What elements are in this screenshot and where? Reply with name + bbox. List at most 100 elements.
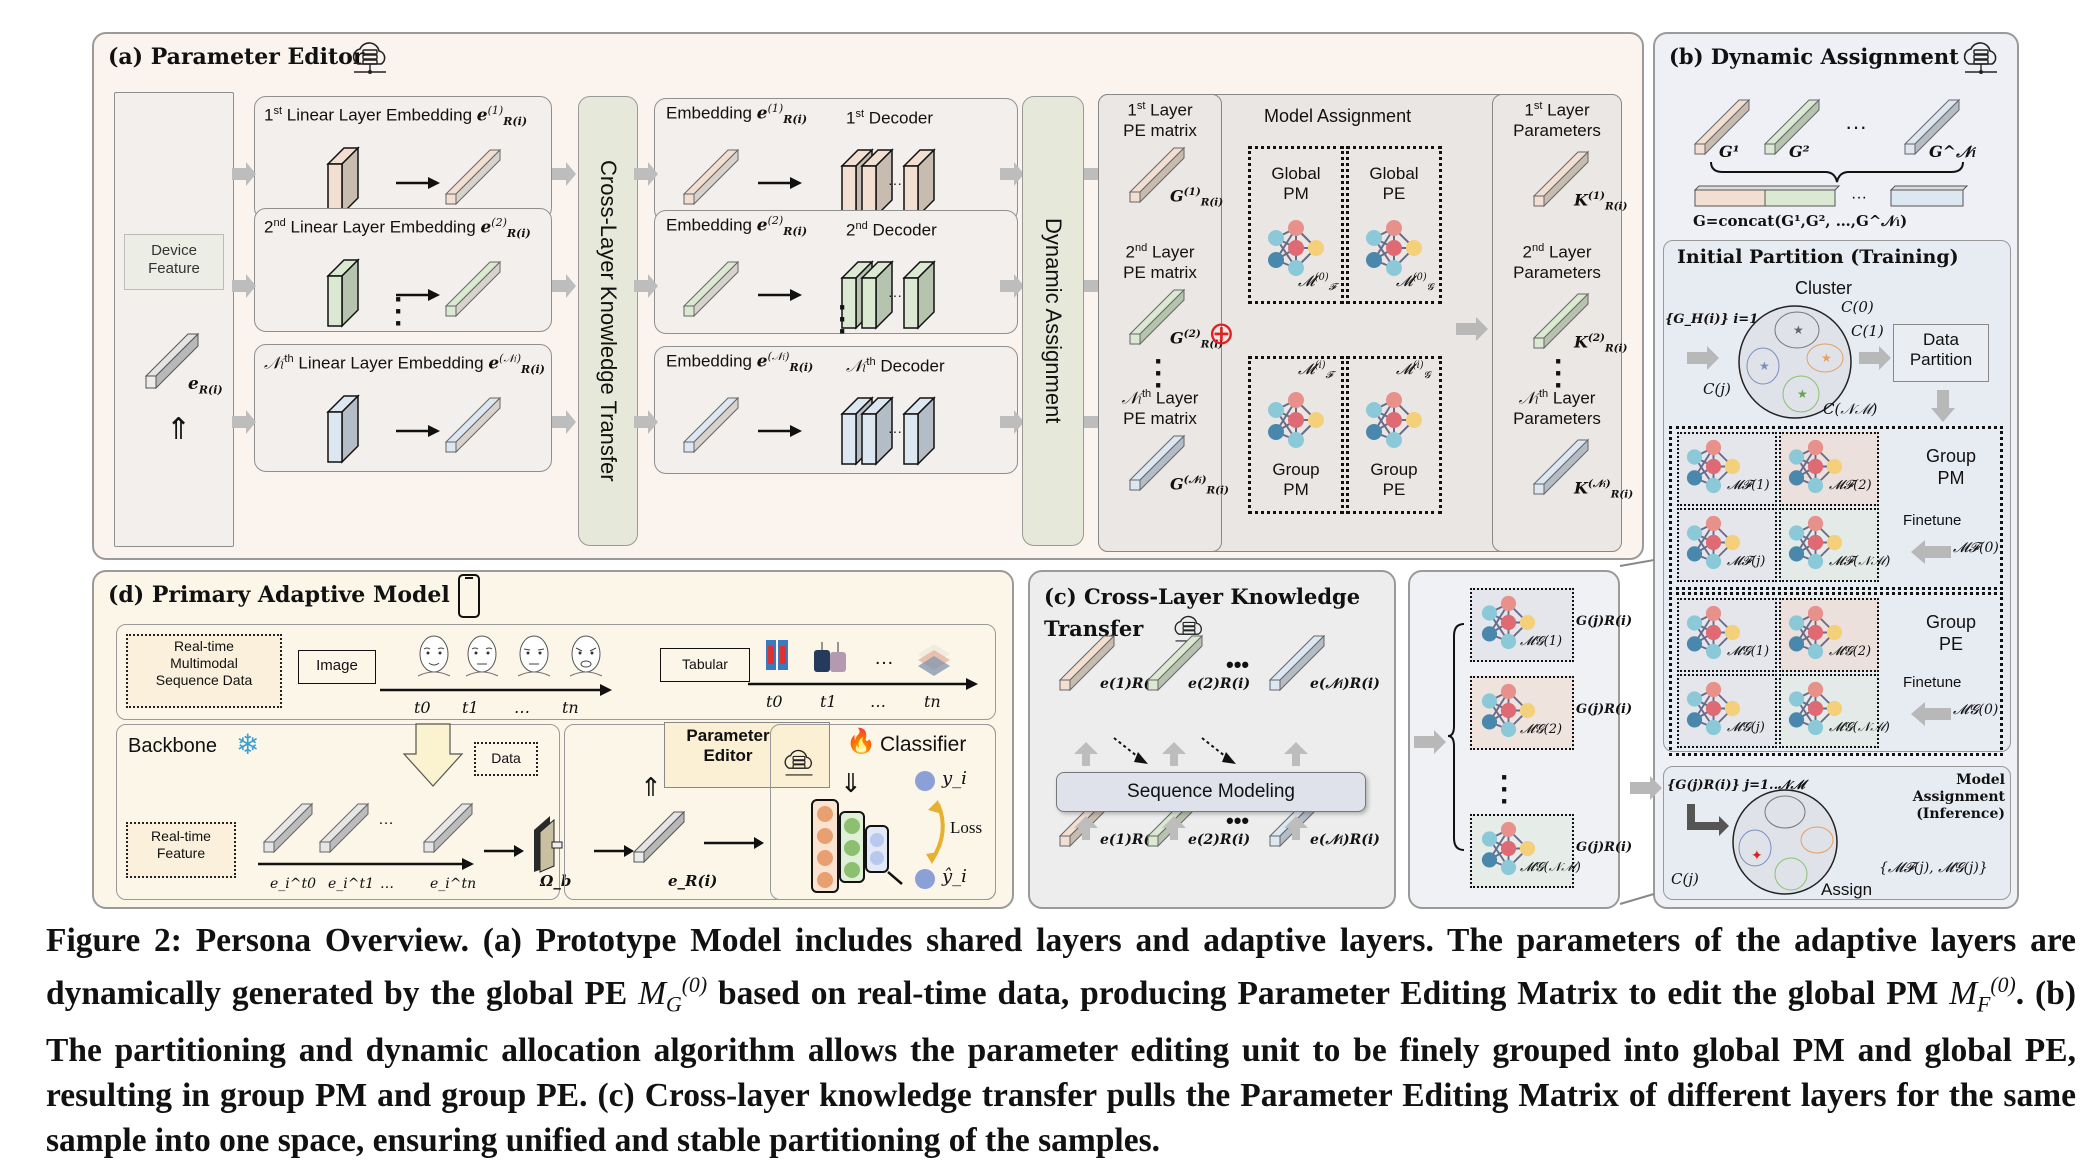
group-pe-container xyxy=(1669,592,2003,756)
layer-ordinal: 2 xyxy=(264,217,274,237)
cluster-g-label: G(j)R(i) xyxy=(1576,614,1633,629)
caption-part1: Figure 2: Persona Overview. (a) Prototyp… xyxy=(46,922,2076,1013)
y-pred-node xyxy=(915,869,935,889)
loss-label: Loss xyxy=(950,818,983,837)
cross-layer-transfer-label: Cross-Layer Knowledge Transfer xyxy=(596,160,621,482)
embedding-bar-icon xyxy=(682,148,740,206)
up-double-arrow: ⇑ xyxy=(640,772,662,802)
gray-arrow-icon xyxy=(552,410,576,434)
decoder-ordinal: 2 xyxy=(846,220,856,240)
m-sup: (i) xyxy=(1412,360,1424,371)
embedding-bar-icon xyxy=(682,396,740,454)
pm-source-label: 𝓜𝓕(0) xyxy=(1953,540,1999,556)
tabular-time-axis xyxy=(748,678,978,690)
fire-icon: 🔥 xyxy=(846,728,876,755)
group-pm-container xyxy=(1669,426,2003,590)
backbone-row xyxy=(116,724,560,900)
brace-icon xyxy=(1710,161,1964,183)
group-pm-box xyxy=(1248,356,1344,514)
cluster-cj-label: C(j) xyxy=(1703,380,1731,398)
time-tick: … xyxy=(514,698,530,717)
group-pe-model-label: 𝓜𝓖(𝒩ℳ) xyxy=(1829,720,1890,735)
feature-tick: e_i^tn xyxy=(430,876,477,892)
k-sub: R(i) xyxy=(1610,488,1634,501)
time-tick: t1 xyxy=(820,692,837,711)
group-pm-model-label: 𝓜𝓕(1) xyxy=(1727,478,1770,493)
linear-layer-weight-icon xyxy=(326,146,360,216)
parameter-editor-box xyxy=(664,722,830,788)
neural-network-icon xyxy=(1366,392,1422,448)
layer-ordinal: 𝒩ₗ xyxy=(264,353,285,374)
g-bar-label: G^𝒩ₗ xyxy=(1929,142,1977,161)
cluster-model-label: 𝓜𝓖(2) xyxy=(1520,722,1563,737)
embedding-sub: R(i) xyxy=(506,227,531,241)
layer-params-bar-icon xyxy=(1532,438,1590,496)
decoder-text: Decoder xyxy=(875,356,945,376)
k-sub: R(i) xyxy=(1604,342,1628,355)
caption-part3: . (b) The partitioning and dynamic alloc… xyxy=(46,975,2076,1159)
caption-mf-sub: F xyxy=(1977,992,1991,1017)
neural-network-icon xyxy=(1481,821,1536,876)
transform-arrow xyxy=(396,289,440,301)
ellipsis: ··· xyxy=(1845,114,1867,139)
pe-matrix-bar-icon xyxy=(1128,288,1186,346)
embedding-symbol: e xyxy=(488,353,500,374)
gray-arrow-icon xyxy=(232,410,256,434)
transform-arrow xyxy=(396,177,440,189)
g-sup: (𝒩ₗ) xyxy=(1183,474,1207,486)
group-pe-model-label: 𝓜𝓖(2) xyxy=(1829,644,1872,659)
params-ordinal: 𝒩ₗ xyxy=(1518,388,1539,409)
ellipsis: … xyxy=(378,811,394,828)
embedding-label: e(𝒩ₗ)R(i) xyxy=(1310,832,1380,848)
image-modality-label: Image xyxy=(316,657,358,674)
decoder-stack-icon: ··· xyxy=(840,260,936,330)
gray-up-arrow-icon xyxy=(1074,742,1098,766)
panel-d-title: (d) Primary Adaptive Model xyxy=(108,582,450,608)
svg-text:✦: ✦ xyxy=(1751,847,1763,863)
m-sub: 𝓖 xyxy=(1423,370,1431,381)
y-true-node xyxy=(915,771,935,791)
embedding-sub: R(i) xyxy=(789,361,814,375)
svg-text:···: ··· xyxy=(888,423,902,439)
gray-arrow-icon xyxy=(1000,162,1024,186)
decoder-box xyxy=(654,210,1018,334)
embedding-label: e(𝒩ₗ)R(i) xyxy=(1310,676,1380,692)
caption-math-mf: MF(0) xyxy=(1949,973,2016,1017)
layer-ordinal-suffix: th xyxy=(284,353,294,365)
gray-up-arrow-icon xyxy=(1162,816,1186,840)
params-line2: Parameters xyxy=(1513,263,1601,283)
k-symbol: K(2)R(i) xyxy=(1574,332,1627,355)
model-assignment-title: Model Assignment xyxy=(1264,106,1412,126)
k-letter: K xyxy=(1574,190,1588,210)
g-sub: R(i) xyxy=(1200,338,1224,351)
image-modality-box xyxy=(298,650,376,684)
pe-ordinal: 𝒩ₗ xyxy=(1121,388,1142,409)
feature-bar-icon xyxy=(422,802,474,854)
time-tick: t0 xyxy=(766,692,783,711)
panel-c-title-line1: (c) Cross-Layer Knowledge xyxy=(1044,584,1361,609)
feature-time-axis xyxy=(258,858,474,870)
gray-up-arrow-icon xyxy=(1284,742,1308,766)
gray-down-arrow-icon xyxy=(1931,390,1955,422)
caption-mg-sub: G xyxy=(665,992,682,1017)
neural-network-icon xyxy=(1788,605,1843,660)
layer-text: Linear Layer Embedding xyxy=(282,105,477,125)
cluster-model-label: 𝓜𝓖(𝒩ℳ) xyxy=(1520,860,1581,875)
embedding-sup: (𝒩ₗ) xyxy=(767,350,790,363)
neural-network-icon xyxy=(1686,439,1741,494)
embedding-symbol: e xyxy=(480,217,492,238)
backbone-block-icon xyxy=(534,816,563,873)
m-sub: 𝓕 xyxy=(1328,282,1336,293)
neural-network-icon xyxy=(1481,595,1536,650)
k-sub: R(i) xyxy=(1604,200,1628,213)
input-embedding-bar xyxy=(144,332,200,390)
linear-layer-box xyxy=(254,344,552,472)
group-pm-label: Group PM xyxy=(1925,446,1977,488)
time-tick: tn xyxy=(924,692,941,711)
neural-network-icon xyxy=(1366,220,1422,276)
pe-line2: PE matrix xyxy=(1123,409,1197,429)
embedding-sub: R(i) xyxy=(521,363,545,377)
face-icon xyxy=(517,635,551,677)
